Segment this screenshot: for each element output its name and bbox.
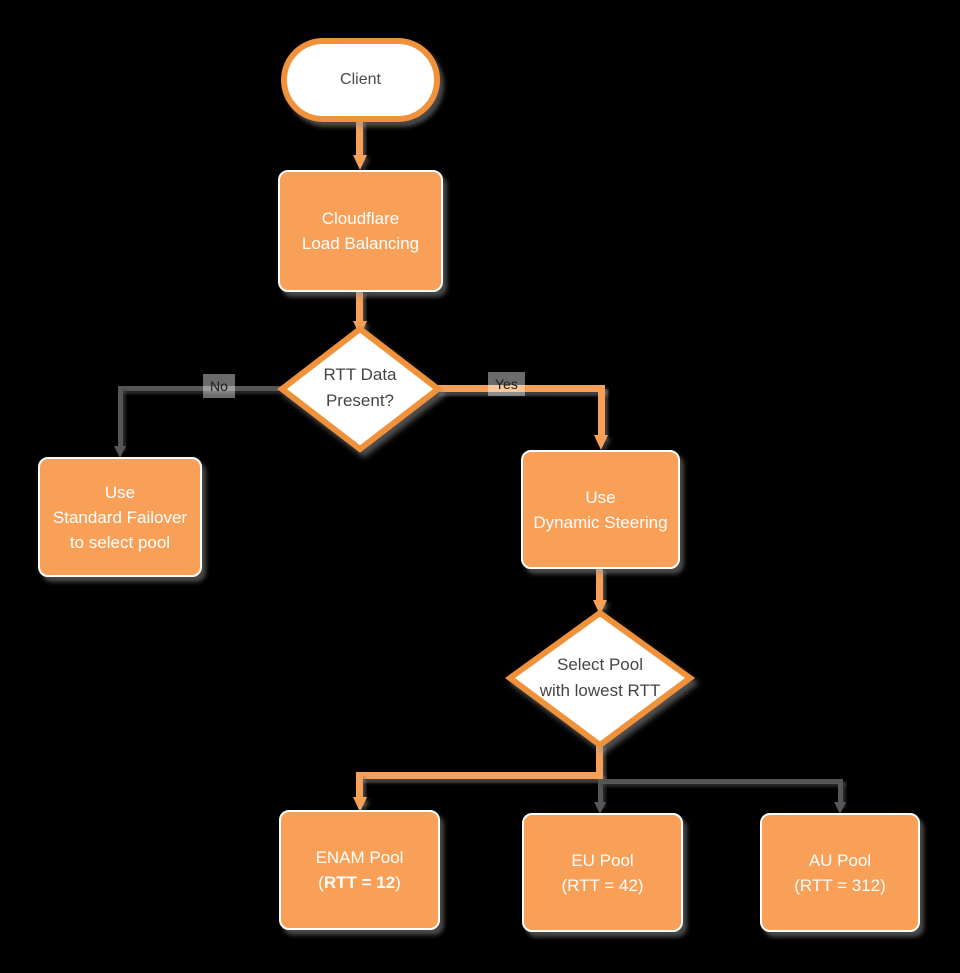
edge-label-no: No <box>203 374 235 398</box>
connector-client-to-load-balancing <box>356 118 363 156</box>
arrowhead-to-au-pool <box>834 802 846 814</box>
arrowhead-no-branch <box>114 446 126 458</box>
node-client-label: Client <box>340 71 381 88</box>
node-enam-pool: ENAM Pool (RTT = 12) <box>279 810 440 930</box>
connector-select-pool-down <box>596 743 603 775</box>
decision-select-pool-line1: Select Pool <box>557 655 643 674</box>
node-au-pool-line1: AU Pool <box>808 850 872 870</box>
connector-to-au-vertical <box>838 779 843 805</box>
node-use-dynamic-steering: Use Dynamic Steering <box>521 450 680 569</box>
node-standard-failover-line2: Standard Failover <box>52 507 188 527</box>
node-standard-failover-line3: to select pool <box>69 532 171 552</box>
node-au-pool: AU Pool (RTT = 312) <box>760 813 920 932</box>
node-enam-pool-paren-open: ( <box>318 873 324 892</box>
connector-to-enam-horizontal <box>356 772 603 779</box>
connector-load-balancing-to-rtt-decision <box>356 290 363 324</box>
decision-select-pool-line2: with lowest RTT <box>539 681 661 700</box>
node-au-pool-line2: (RTT = 312) <box>794 875 886 895</box>
node-cloudflare-line2: Load Balancing <box>301 234 420 253</box>
node-cloudflare-load-balancing: Cloudflare Load Balancing <box>278 170 443 292</box>
node-use-standard-failover: Use Standard Failover to select pool <box>38 457 202 577</box>
connector-yes-branch-vertical <box>598 385 605 437</box>
decision-select-pool <box>504 609 696 749</box>
node-dynamic-steering-line1: Use <box>585 487 616 507</box>
connector-no-branch-vertical <box>118 386 123 448</box>
node-cloudflare-line1: Cloudflare <box>321 209 400 228</box>
decision-select-pool-shape <box>504 609 696 749</box>
node-standard-failover-line1: Use <box>104 482 136 502</box>
connector-to-eu-vertical <box>598 779 603 805</box>
node-eu-pool-line2: (RTT = 42) <box>561 875 644 895</box>
decision-rtt-data-present <box>277 325 443 453</box>
decision-rtt-line1: RTT Data <box>323 365 397 384</box>
node-dynamic-steering-line2: Dynamic Steering <box>533 512 668 532</box>
decision-rtt-shape <box>277 325 443 453</box>
arrowhead-yes-branch <box>594 435 608 450</box>
connector-to-enam-vertical <box>356 772 363 802</box>
connector-no-branch-horizontal <box>118 386 286 391</box>
node-eu-pool-line1: EU Pool <box>571 850 634 870</box>
node-eu-pool: EU Pool (RTT = 42) <box>522 813 683 932</box>
connector-dynamic-steering-to-select-pool <box>596 567 603 605</box>
arrowhead-to-eu-pool <box>594 802 606 814</box>
connector-yes-branch-horizontal <box>436 385 605 392</box>
node-client: Client <box>281 38 440 122</box>
node-enam-pool-line1: ENAM Pool <box>315 848 404 867</box>
decision-rtt-line2: Present? <box>325 391 395 410</box>
edge-label-yes: Yes <box>488 372 525 396</box>
node-enam-pool-rtt-value: RTT = 12 <box>323 873 396 892</box>
arrowhead-to-enam-pool <box>353 797 367 812</box>
node-enam-pool-line2: (RTT = 12) <box>318 870 401 895</box>
decision-rtt-text: RTT Data Present? <box>290 362 430 414</box>
node-enam-pool-paren-close: ) <box>395 873 401 892</box>
arrowhead-client-to-load-balancing <box>353 155 367 170</box>
connector-to-au-horizontal <box>598 779 843 784</box>
arrowhead-dynamic-steering-to-select-pool <box>593 600 607 615</box>
decision-select-pool-text: Select Pool with lowest RTT <box>520 652 680 704</box>
